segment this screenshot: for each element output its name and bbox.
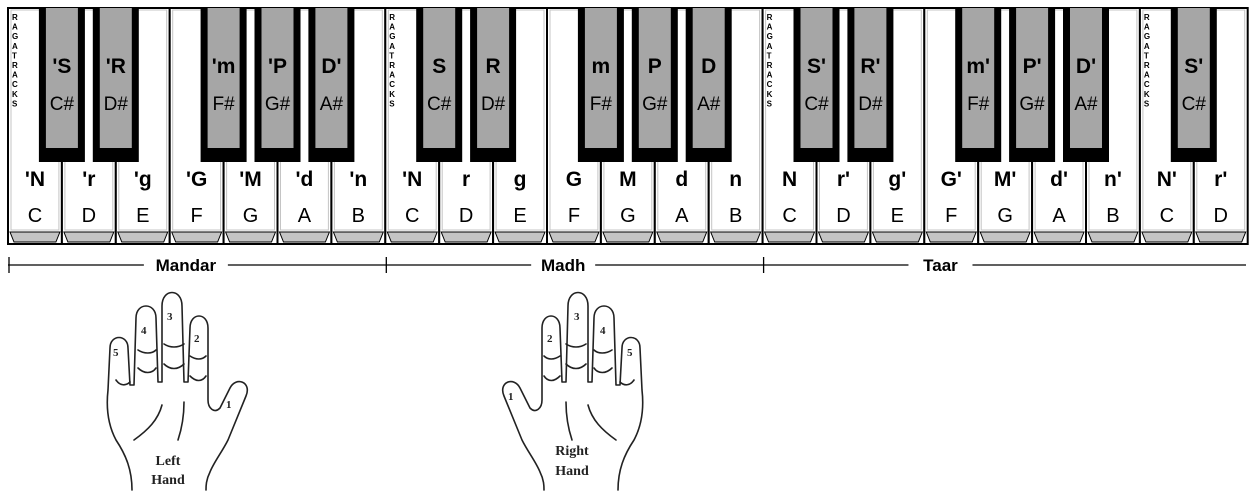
right-finger-5: 5 <box>627 347 633 359</box>
left-finger-2: 2 <box>194 333 200 345</box>
left-finger-5: 5 <box>113 347 119 359</box>
right-hand-icon <box>503 293 643 491</box>
right-finger-1: 1 <box>508 391 514 403</box>
right-hand-label-line2: Hand <box>555 464 589 479</box>
right-finger-4: 4 <box>600 325 606 337</box>
left-hand-label-line1: Left <box>156 454 181 469</box>
right-hand-figure: 1 2 3 4 5 Right Hand <box>503 293 643 491</box>
right-finger-3: 3 <box>574 311 580 323</box>
left-finger-3: 3 <box>167 311 173 323</box>
left-hand-label-line2: Hand <box>151 473 185 488</box>
left-finger-1: 1 <box>226 399 232 411</box>
left-finger-4: 4 <box>141 325 147 337</box>
right-finger-2: 2 <box>547 333 553 345</box>
left-hand-figure: 5 4 3 2 1 Left Hand <box>107 293 247 491</box>
right-hand-label-line1: Right <box>555 444 589 459</box>
